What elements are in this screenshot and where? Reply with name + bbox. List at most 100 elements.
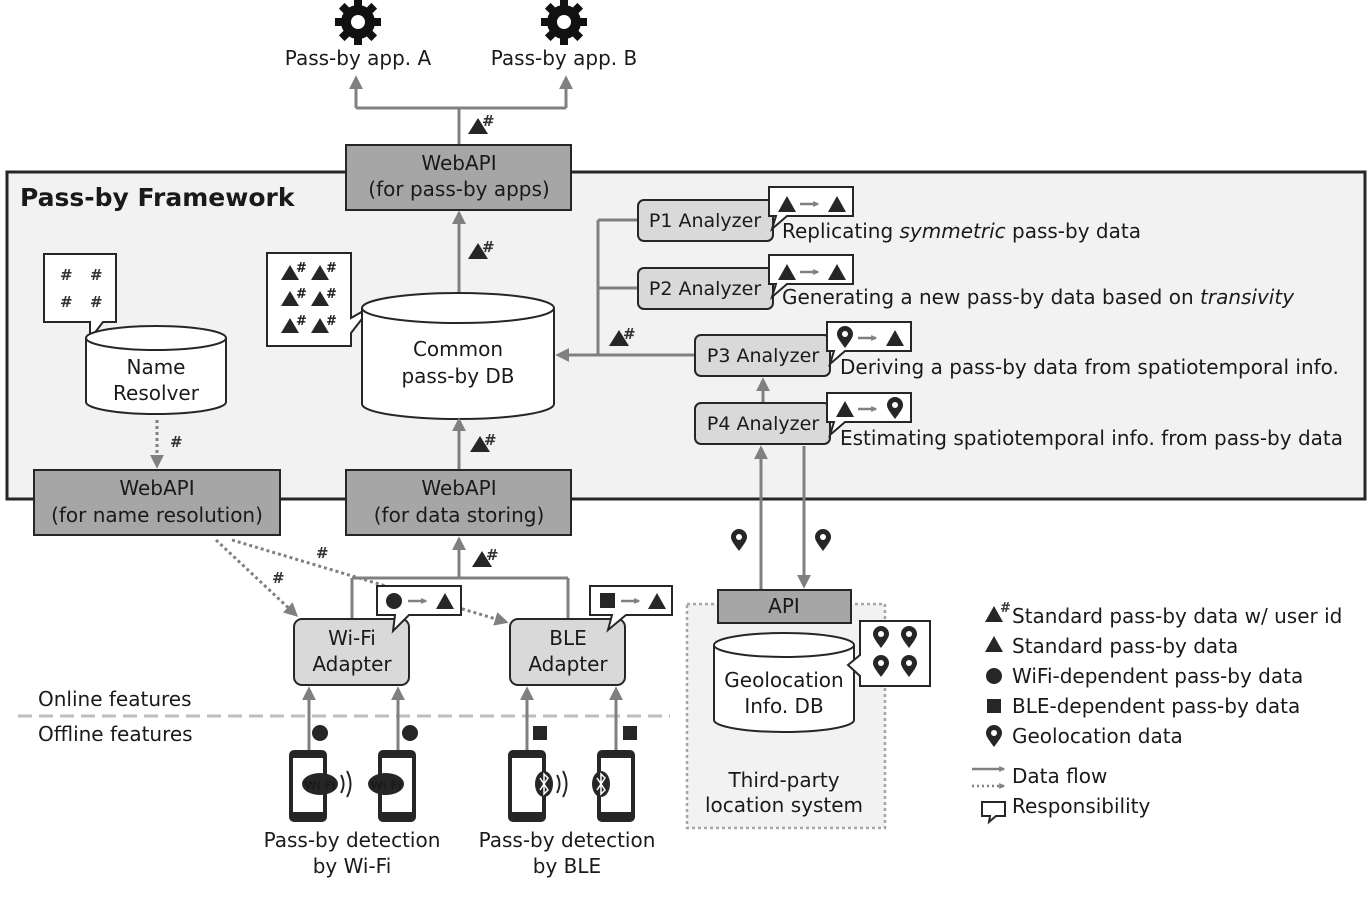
hash-icon: # [272, 569, 285, 587]
legend-label: WiFi-dependent pass-by data [1012, 664, 1303, 688]
svg-text:#: # [1000, 601, 1011, 616]
p2-analyzer [637, 267, 774, 310]
webapi-pass-by-apps-subtitle: (for pass-by apps) [368, 177, 549, 201]
ble-detection-label-1: Pass-by detection [479, 828, 656, 852]
triangle-hash-icon: # [468, 238, 495, 259]
offline-features-label: Offline features [38, 722, 193, 746]
smartphone-bluetooth-icon [508, 750, 568, 822]
p1-responsibility-bubble [768, 186, 854, 233]
smartphone-wifi-icon: Wi Fi [368, 750, 416, 822]
third-party-label-2: location system [705, 793, 863, 817]
webapi-store-subtitle: (for data storing) [374, 503, 545, 527]
webapi-name-subtitle: (for name resolution) [51, 503, 263, 527]
p2-analyzer-label: P2 Analyzer [649, 278, 761, 300]
legend: # Standard pass-by data w/ user id Stand… [972, 601, 1342, 825]
svg-text:#: # [90, 293, 103, 311]
p2-responsibility-bubble [768, 254, 854, 301]
name-resolver-db [85, 325, 227, 415]
wifi-adapter-label-1: Wi-Fi [328, 626, 376, 650]
legend-label: Data flow [1012, 764, 1107, 788]
ble-adapter-bubble [589, 585, 673, 633]
ble-adapter-label-1: BLE [549, 626, 587, 650]
svg-text:#: # [326, 314, 337, 329]
gear-icon [335, 0, 381, 45]
api-box [717, 589, 852, 624]
third-party-label-1: Third-party [727, 768, 839, 792]
webapi-name-title: WebAPI [119, 476, 194, 500]
phones-to-adapters-flow [302, 686, 623, 750]
square-icon [623, 726, 637, 740]
triangle-icon [985, 636, 1003, 652]
p1-analyzer [637, 199, 774, 242]
framework-title: Pass-by Framework [20, 183, 296, 212]
p4-analyzer [694, 402, 831, 445]
square-icon [533, 726, 547, 740]
geolocation-pin-icon [837, 326, 853, 348]
ble-adapter [509, 618, 626, 686]
p1-description: Replicating symmetric pass-by data [782, 219, 1141, 243]
name-resolver-label-1: Name [126, 355, 185, 379]
p4-responsibility-bubble [826, 392, 912, 439]
triangle-hash-icon: # [470, 431, 497, 452]
p1-analyzer-label: P1 Analyzer [649, 210, 761, 232]
name-resolver-bubble: # # # # [43, 253, 117, 342]
triangle-hash-icon: # [609, 325, 636, 346]
wifi-detection-label-2: by Wi-Fi [313, 854, 392, 878]
common-pass-by-db [361, 292, 555, 420]
svg-text:#: # [482, 112, 495, 130]
webapi-data-storing [345, 469, 572, 536]
wifi-detection-label-1: Pass-by detection [264, 828, 441, 852]
speech-bubble-icon [981, 801, 1006, 825]
smartphone-bluetooth-icon [592, 750, 635, 822]
ble-adapter-label-2: Adapter [528, 652, 608, 676]
online-features-label: Online features [38, 687, 192, 711]
triangle-hash-icon: # [468, 112, 495, 134]
geo-db-bubble [846, 620, 931, 687]
p4-analyzer-label: P4 Analyzer [707, 413, 819, 435]
geolocation-pin-icon [986, 725, 1002, 747]
svg-text:Wi Fi: Wi Fi [370, 779, 401, 792]
svg-text:#: # [296, 314, 307, 329]
webapi-name-resolution [33, 469, 281, 536]
apps-data-flow [349, 75, 573, 145]
circle-icon [312, 725, 328, 741]
legend-label: Standard pass-by data [1012, 634, 1238, 658]
circle-icon [402, 725, 418, 741]
adapters-to-store-flow [350, 536, 570, 620]
svg-text:#: # [326, 261, 337, 276]
pass-by-app-b: Pass-by app. B [491, 46, 637, 70]
p3-analyzer [694, 334, 831, 377]
legend-label: Standard pass-by data w/ user id [1012, 604, 1342, 628]
webapi-store-title: WebAPI [421, 476, 496, 500]
legend-label: Geolocation data [1012, 724, 1183, 748]
wifi-adapter-bubble [376, 585, 462, 634]
geolocation-pin-icon [731, 529, 747, 551]
geo-db-label-2: Info. DB [744, 694, 823, 718]
webapi-pass-by-apps [345, 144, 572, 211]
common-db-label-2: pass-by DB [401, 364, 514, 388]
ble-detection-label-2: by BLE [533, 854, 601, 878]
hash-icon: # [316, 544, 329, 562]
analyzer-to-db-flow [555, 218, 695, 362]
svg-text:#: # [486, 546, 499, 564]
svg-text:#: # [296, 261, 307, 276]
legend-label: BLE-dependent pass-by data [1012, 694, 1300, 718]
gear-icon [541, 0, 587, 45]
common-db-label-1: Common [413, 337, 503, 361]
db-responsibility-bubble: ## ## ## [266, 252, 373, 347]
square-icon [987, 699, 1001, 713]
smartphone-wifi-icon: Wi Fi [289, 750, 352, 822]
p3-description: Deriving a pass-by data from spatiotempo… [840, 355, 1339, 379]
legend-label: Responsibility [1012, 794, 1151, 818]
geolocation-info-db [713, 632, 855, 733]
geo-db-label-1: Geolocation [724, 668, 843, 692]
svg-text:#: # [623, 325, 636, 343]
name-to-wifi-arrow [214, 538, 299, 617]
p3-analyzer-label: P3 Analyzer [707, 345, 819, 367]
svg-text:#: # [484, 431, 497, 449]
svg-text:#: # [296, 287, 307, 302]
geolocation-pin-icon [887, 397, 903, 419]
geolocation-pin-icon [815, 529, 831, 551]
svg-text:#: # [60, 293, 73, 311]
